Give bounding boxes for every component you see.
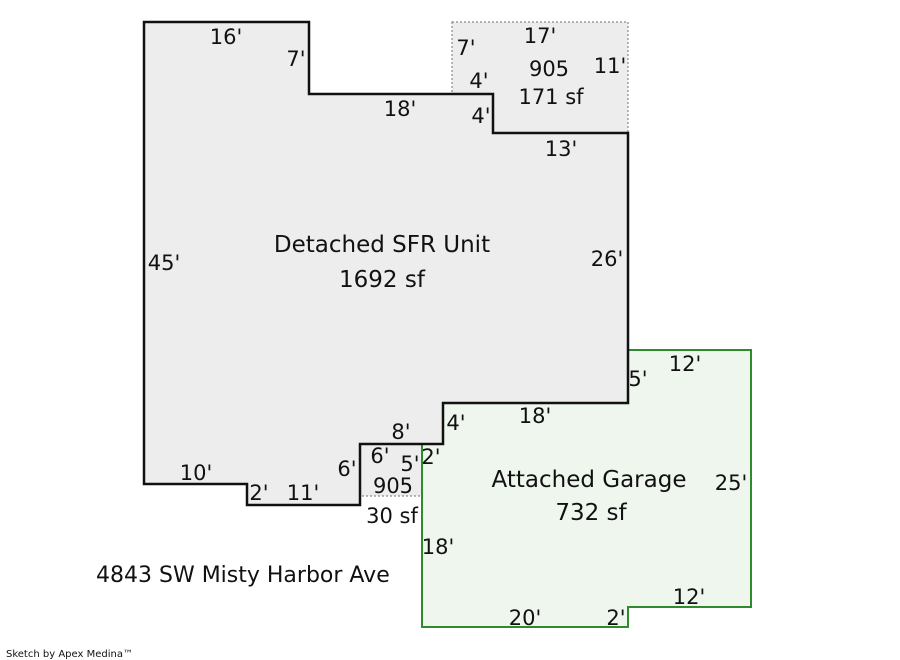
- property-address: 4843 SW Misty Harbor Ave: [96, 563, 390, 588]
- dim-garage-right: 25': [715, 471, 748, 495]
- garage-area: 732 sf: [555, 500, 627, 526]
- dim-garage-notch: 5': [628, 367, 647, 391]
- dim-left-step: 7': [286, 47, 305, 71]
- dim-lower-in-left: 6': [370, 444, 389, 468]
- dim-right-side: 26': [591, 247, 624, 271]
- dim-upper-top: 17': [524, 24, 557, 48]
- dim-garage-top: 12': [669, 352, 702, 376]
- dim-garage-bottom-step: 2': [606, 606, 625, 630]
- dim-upper-right: 11': [594, 54, 627, 78]
- garage-name: Attached Garage: [492, 467, 687, 493]
- dim-garage-left: 18': [422, 535, 455, 559]
- dim-left-side: 45': [148, 251, 181, 275]
- lower-905-code: 905: [373, 474, 413, 498]
- dim-upper-bottom: 13': [545, 137, 578, 161]
- dim-lower-in-right: 5': [400, 452, 419, 476]
- dim-garage-step: 4': [446, 411, 465, 435]
- dim-top: 16': [210, 25, 243, 49]
- dim-bottom-mid: 11': [287, 481, 320, 505]
- dim-lower-left: 6': [337, 457, 356, 481]
- dim-bottom-step: 2': [249, 481, 268, 505]
- dim-step-top: 18': [384, 97, 417, 121]
- dim-garage-inner-top: 18': [519, 404, 552, 428]
- main-unit-outline: [142, 20, 630, 507]
- dim-lower-right: 2': [421, 445, 440, 469]
- dim-garage-bottom: 20': [509, 606, 542, 630]
- upper-905-area-label: 171 sf: [518, 85, 584, 109]
- dim-upper-step-b: 4': [471, 104, 490, 128]
- sketch-credit: Sketch by Apex Medina™: [6, 649, 133, 660]
- main-unit-name: Detached SFR Unit: [274, 232, 490, 258]
- dim-bottom-left: 10': [180, 461, 213, 485]
- lower-905-area-label: 30 sf: [366, 504, 418, 528]
- dim-garage-bottom-right: 12': [673, 585, 706, 609]
- main-unit-area: 1692 sf: [339, 267, 426, 293]
- dim-upper-left: 7': [456, 36, 475, 60]
- dim-upper-step-a: 4': [469, 69, 488, 93]
- dim-lower-top: 8': [391, 420, 410, 444]
- upper-905-code: 905: [529, 57, 569, 81]
